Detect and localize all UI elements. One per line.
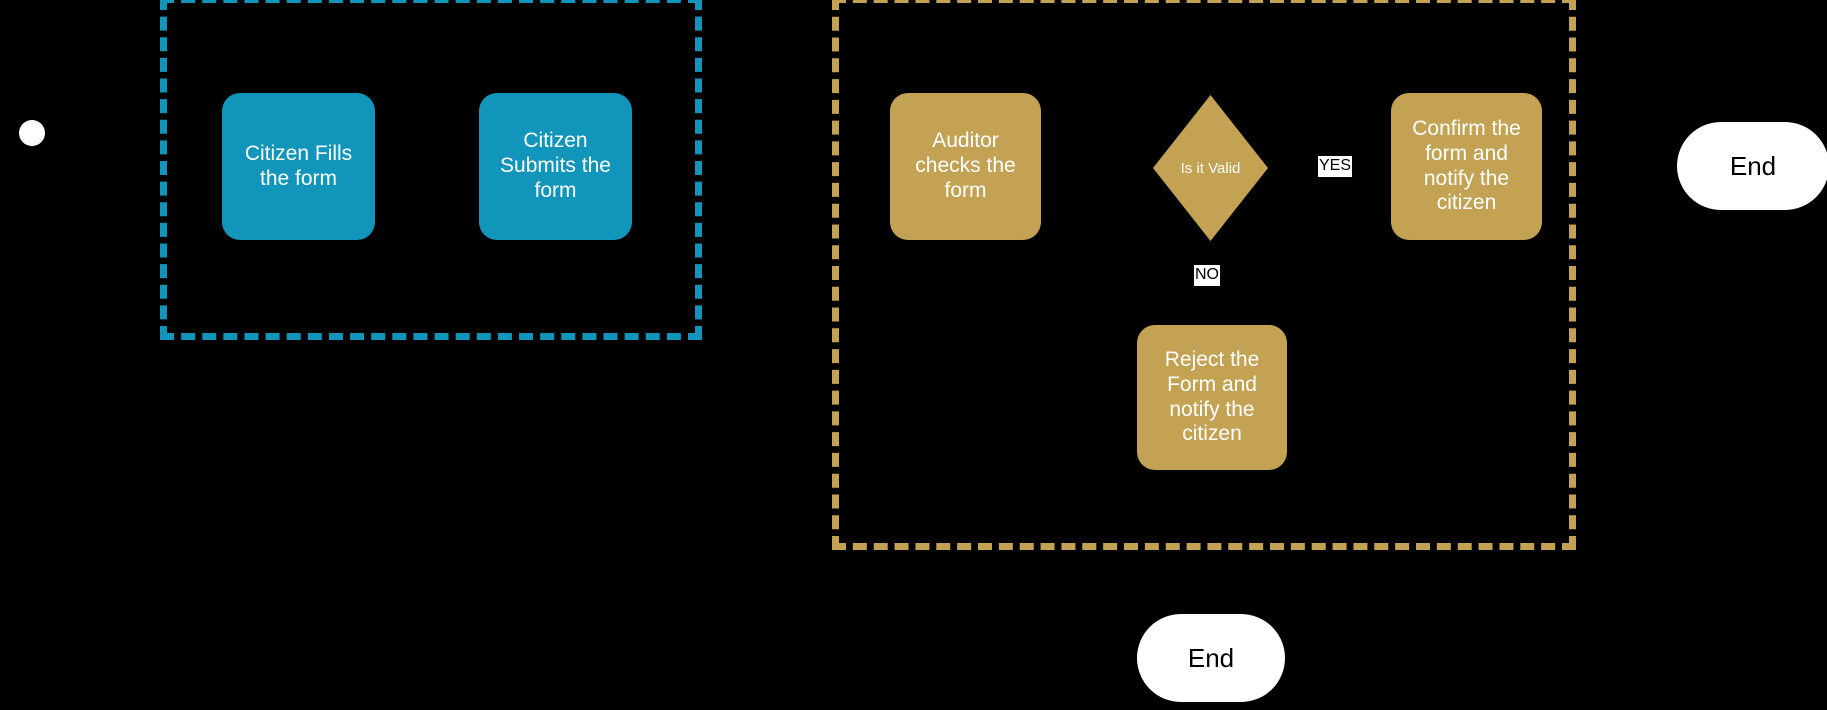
node-label: Is it Valid — [1180, 159, 1241, 177]
node-is-it-valid-decision[interactable]: Is it Valid — [1153, 95, 1268, 241]
node-citizen-fills-the-form[interactable]: Citizen Fills the form — [222, 93, 375, 240]
node-label: Confirm the form and notify the citizen — [1412, 116, 1521, 215]
node-label: Citizen Fills the form — [244, 141, 353, 190]
auditor-lane-group — [832, 0, 1576, 550]
edge-label-yes: YES — [1318, 156, 1353, 177]
node-end-right[interactable]: End — [1677, 122, 1827, 210]
node-label: End — [1187, 642, 1235, 673]
node-reject-form-notify-citizen[interactable]: Reject the Form and notify the citizen — [1137, 325, 1287, 470]
edge-label-no: NO — [1194, 265, 1220, 286]
start-node[interactable] — [19, 120, 45, 146]
node-auditor-checks-the-form[interactable]: Auditor checks the form — [890, 93, 1041, 240]
node-end-bottom[interactable]: End — [1137, 614, 1285, 702]
node-confirm-form-notify-citizen[interactable]: Confirm the form and notify the citizen — [1391, 93, 1542, 240]
node-label: Auditor checks the form — [915, 129, 1016, 202]
node-label: End — [1729, 150, 1777, 181]
citizen-lane-group — [160, 0, 702, 340]
node-citizen-submits-the-form[interactable]: Citizen Submits the form — [479, 93, 632, 240]
node-label: Citizen Submits the form — [500, 129, 611, 202]
node-label: Reject the Form and notify the citizen — [1164, 347, 1260, 446]
